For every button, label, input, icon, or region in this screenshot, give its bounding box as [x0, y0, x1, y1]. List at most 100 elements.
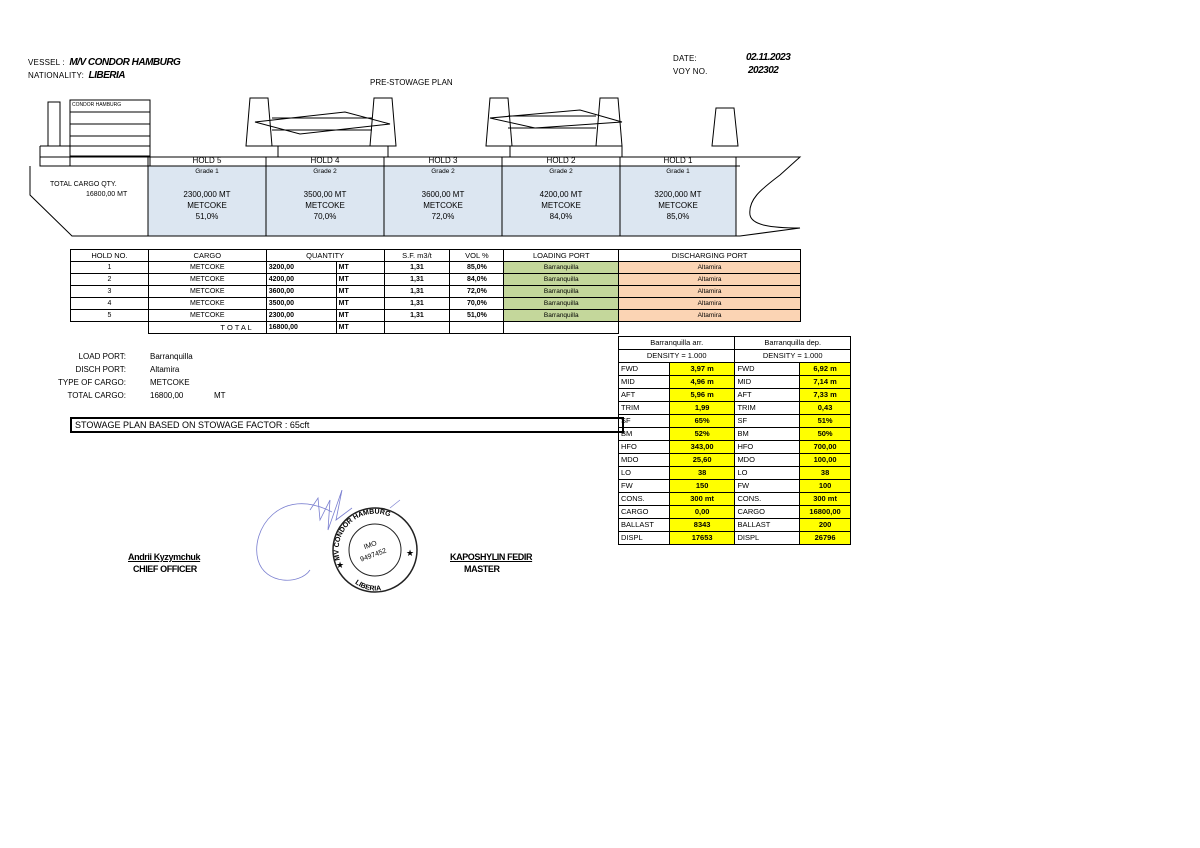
stamp-star-left: ★ — [336, 560, 344, 570]
departure-value: 26796 — [799, 531, 851, 545]
hold-3-fill — [383, 165, 503, 237]
arrival-density: DENSITY = 1.000 — [617, 349, 736, 363]
crane-4 — [595, 97, 623, 147]
cargo-type: METCOKE — [147, 285, 267, 298]
departure-title: Barranquilla dep. — [734, 336, 851, 350]
hold-no: 1 — [70, 261, 149, 274]
nationality-line: NATIONALITY: LIBERIA — [28, 65, 125, 83]
unit: MT — [335, 285, 385, 298]
loading-port: Barranquilla — [503, 273, 620, 286]
voy-label: VOY NO. — [673, 67, 708, 76]
hold-cargo: METCOKE — [658, 201, 698, 210]
loading-port: Barranquilla — [503, 285, 620, 298]
arrival-value: 52% — [668, 427, 736, 441]
arrival-param: TRIM — [618, 401, 670, 415]
info-value: 16800,00 — [150, 391, 184, 400]
departure-param: LO — [734, 466, 801, 480]
nationality-label: NATIONALITY: — [28, 71, 85, 80]
discharging-port: Altamira — [618, 261, 801, 274]
departure-value: 7,14 m — [799, 375, 851, 389]
info-unit — [214, 363, 226, 376]
volume-percent: 70,0% — [449, 297, 505, 310]
crane-3 — [485, 97, 513, 147]
voy-value: 202302 — [748, 65, 779, 76]
unit: MT — [335, 297, 385, 310]
hold-percent: 85,0% — [666, 212, 690, 221]
hold-percent: 70,0% — [313, 212, 337, 221]
col-hold-no: HOLD NO. — [70, 249, 149, 262]
departure-param: MDO — [734, 453, 801, 467]
hold-percent: 72,0% — [431, 212, 455, 221]
loading-port: Barranquilla — [503, 261, 620, 274]
hold-cargo: METCOKE — [305, 201, 345, 210]
departure-value: 6,92 m — [799, 362, 851, 376]
volume-percent: 85,0% — [449, 261, 505, 274]
foremast — [711, 107, 739, 147]
stowage-factor: 1,31 — [383, 273, 451, 286]
quantity: 3600,00 — [265, 285, 337, 298]
stamp-imo: IMO — [363, 540, 378, 551]
departure-value: 0,43 — [799, 401, 851, 415]
hold-quantity: 2300,000 MT — [183, 190, 231, 199]
arrival-value: 150 — [668, 479, 736, 493]
total-qty-label: TOTAL CARGO QTY. — [50, 181, 117, 188]
hold-grade: Grade 2 — [431, 168, 455, 175]
departure-param: FWD — [734, 362, 801, 376]
arrival-value: 300 mt — [668, 492, 736, 506]
discharging-port: Altamira — [618, 273, 801, 286]
info-value: Altamira — [150, 365, 180, 374]
loading-port: Barranquilla — [503, 297, 620, 310]
arrival-title: Barranquilla arr. — [617, 336, 736, 350]
volume-percent: 72,0% — [449, 285, 505, 298]
master-title: MASTER — [464, 564, 500, 574]
arrival-value: 25,60 — [668, 453, 736, 467]
arrival-param: MDO — [618, 453, 670, 467]
arrival-param: FW — [618, 479, 670, 493]
chief-officer-title: CHIEF OFFICER — [133, 564, 197, 574]
quantity: 2300,00 — [265, 309, 337, 322]
discharging-port: Altamira — [618, 297, 801, 310]
arrival-value: 1,99 — [668, 401, 736, 415]
stowage-factor: 1,31 — [383, 285, 451, 298]
discharging-port: Altamira — [618, 285, 801, 298]
departure-value: 100,00 — [799, 453, 851, 467]
info-label: TYPE OF CARGO: — [57, 378, 126, 387]
conditions-table: Barranquilla arr. Barranquilla dep. DENS… — [617, 336, 851, 545]
departure-value: 51% — [799, 414, 851, 428]
arrival-value: 343,00 — [668, 440, 736, 454]
bow-outline — [739, 156, 802, 237]
hold-4-fill — [265, 165, 385, 237]
info-row: TYPE OF CARGO: METCOKE — [54, 376, 226, 389]
volume-percent: 51,0% — [449, 309, 505, 322]
page-title: PRE-STOWAGE PLAN — [370, 78, 453, 87]
arrival-param: HFO — [618, 440, 670, 454]
stamp-star-right: ★ — [406, 548, 414, 558]
hold-no: 3 — [70, 285, 149, 298]
departure-value: 16800,00 — [799, 505, 851, 519]
arrival-param: CONS. — [618, 492, 670, 506]
col-cargo: CARGO — [147, 249, 267, 262]
info-value: METCOKE — [150, 378, 190, 387]
hold-grade: Grade 2 — [549, 168, 573, 175]
hold-name: HOLD 1 — [663, 156, 693, 165]
hold-2-fill — [501, 165, 621, 237]
total-qty-value: 16800,00 MT — [86, 191, 128, 198]
cargo-total-row: T O T A L 16800,00 MT — [70, 321, 801, 334]
hold-grade: Grade 2 — [313, 168, 337, 175]
arrival-value: 38 — [668, 466, 736, 480]
hold-name: HOLD 4 — [310, 156, 340, 165]
hold-cargo: METCOKE — [423, 201, 463, 210]
departure-value: 200 — [799, 518, 851, 532]
quantity: 4200,00 — [265, 273, 337, 286]
ship-stamp-and-signature: MV CONDOR HAMBURG LIBERIA IMO 9497452 ★ … — [256, 490, 418, 593]
hold-5-fill — [147, 165, 267, 237]
departure-param: SF — [734, 414, 801, 428]
hold-1-fill — [619, 165, 737, 237]
departure-param: BM — [734, 427, 801, 441]
